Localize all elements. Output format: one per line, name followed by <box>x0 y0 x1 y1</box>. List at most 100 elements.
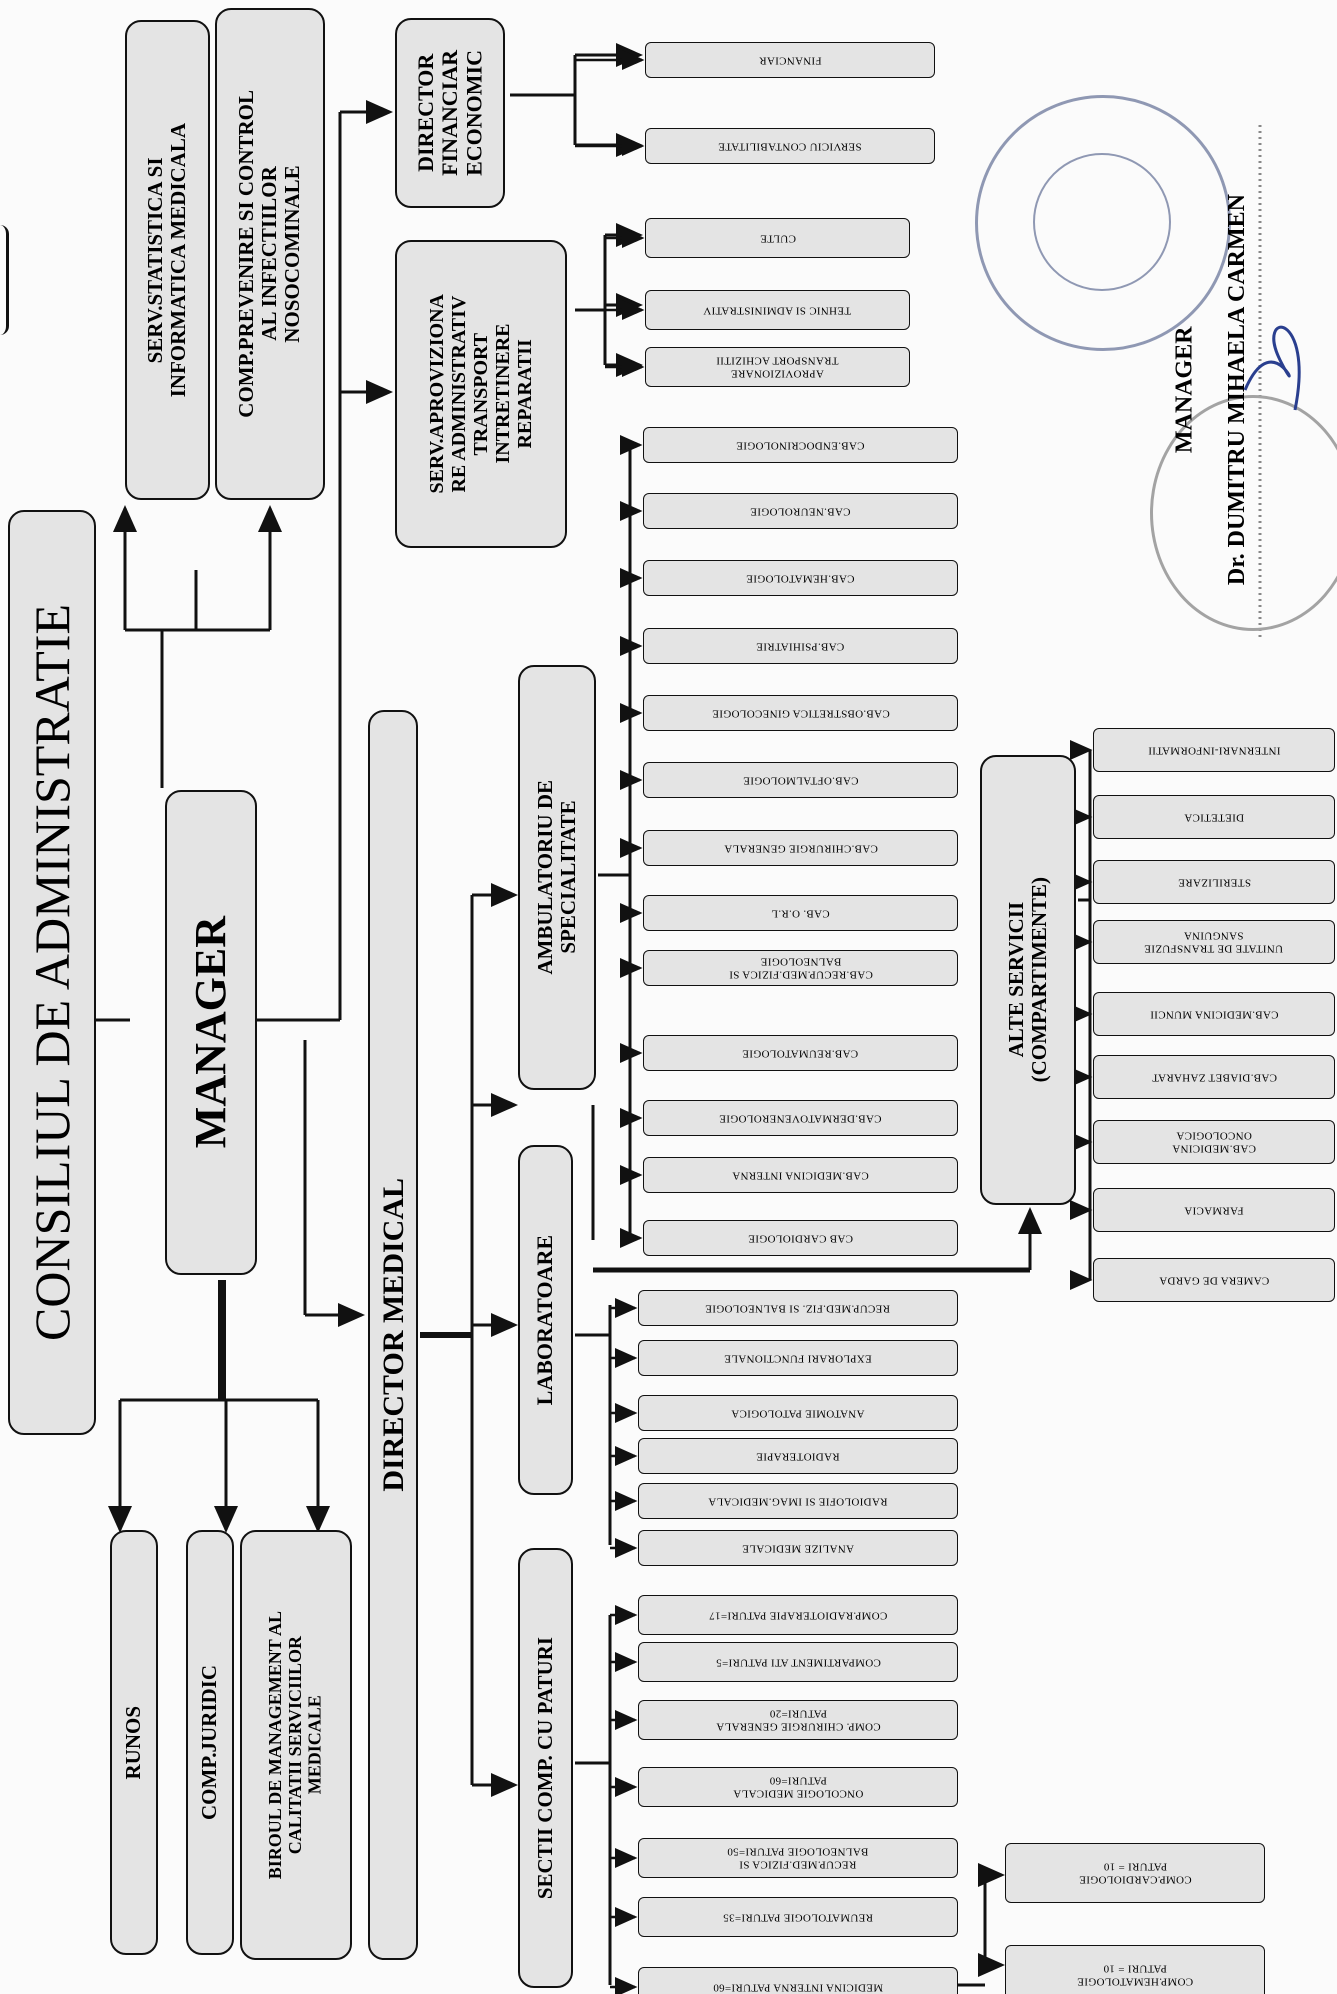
ambulatoriu-items-box: CAB.MEDICINA INTERNA <box>643 1157 958 1193</box>
medicina-sub-label: COMP.HEMATOLOGIE PATURI = 10 <box>1076 1963 1194 1988</box>
lab-items-label: RECUP.MED.FIZ. SI BALNEOLOGIE <box>705 1302 891 1315</box>
ambulatoriu-label: AMBULATORIU DE SPECIALITATE <box>532 780 580 975</box>
lab-items-box: EXPLORARI FUNCTIONALE <box>638 1340 958 1376</box>
comp-juridic-box: COMP.JURIDIC <box>186 1530 234 1955</box>
ambulatoriu-items-label: CAB.ENDOCRINOLOGIE <box>736 439 865 452</box>
ambulatoriu-items-label: CAB.CHIRURGIE GENERALA <box>723 842 878 855</box>
ambulatoriu-items-box: CAB.RECUP.MED.FIZICA SI BALNEOLOGIE <box>643 950 958 986</box>
ambulatoriu-items-box: CAB.NEUROLOGIE <box>643 493 958 529</box>
alte-items-box: FARMACIA <box>1093 1188 1335 1232</box>
financiar-items-box: FINANCIAR <box>645 42 935 78</box>
ambulatoriu-items-box: CAB.CHIRURGIE GENERALA <box>643 830 958 866</box>
ambulatoriu-box: AMBULATORIU DE SPECIALITATE <box>518 665 596 1090</box>
board-label: CONSILIUL DE ADMINISTRATIE <box>23 604 80 1341</box>
sectii-items-label: MEDICINA INTERNA PATURI=60 <box>712 1981 884 1994</box>
coat-of-arms-icon <box>1033 153 1171 291</box>
birou-calitate-label: BIROUL DE MANAGEMENT AL CALITATII SERVIC… <box>265 1610 325 1880</box>
ambulatoriu-items-box: CAB.ENDOCRINOLOGIE <box>643 427 958 463</box>
serv-statistica-label: SERV.STATISTICA SI INFORMATICA MEDICALA <box>143 122 191 398</box>
alte-items-label: FARMACIA <box>1184 1204 1244 1217</box>
ambulatoriu-items-label: CAB.PSIHIATRIE <box>756 640 845 653</box>
ambulatoriu-items-label: CAB. O.R.L <box>771 907 830 920</box>
director-financiar-box: DIRECTOR FINANCIAR ECONOMIC <box>395 18 505 208</box>
ambulatoriu-items-label: CAB.MEDICINA INTERNA <box>732 1169 869 1182</box>
alte-items-box: DIETETICA <box>1093 795 1335 839</box>
laboratoare-box: LABORATOARE <box>518 1145 573 1495</box>
alte-items-box: UNITATE DE TRANSFUZIE SANGUINA <box>1093 920 1335 964</box>
lab-items-box: RADIOLOFIE SI IMAG.MEDICALA <box>638 1483 958 1519</box>
director-medical-label: DIRECTOR MEDICAL <box>376 1178 410 1492</box>
sectii-items-box: ONCOLOGIE MEDICALA PATURI=60 <box>638 1767 958 1807</box>
manager-label: MANAGER <box>185 916 235 1149</box>
financiar-items-box: SERVICIU CONTABILITATE <box>645 128 935 164</box>
comp-prevenire-box: COMP.PREVENIRE SI CONTROL AL INFECTIILOR… <box>215 8 325 500</box>
alte-items-box: INTERNARI-INFORMATII <box>1093 728 1335 772</box>
alte-items-label: CAB.DIABET ZAHARAT <box>1151 1071 1277 1084</box>
sectii-items-box: COMP.RADIOTERAPIE PATURI=17 <box>638 1595 958 1635</box>
alte-items-label: UNITATE DE TRANSFUZIE SANGUINA <box>1144 930 1284 955</box>
alte-items-label: DIETETICA <box>1183 811 1245 824</box>
ambulatoriu-items-box: CAB. O.R.L <box>643 895 958 931</box>
sectii-items-label: RECUP.MED.FIZICA SI BALNEOLOGIE PATURI=5… <box>727 1846 869 1871</box>
ambulatoriu-items-label: CAB CARDIOLOGIE <box>747 1232 854 1245</box>
alte-items-box: CAB.MEDICINA ONCOLOGICA <box>1093 1120 1335 1164</box>
ambulatoriu-items-box: CAB.DERMATOVENEROLOGIE <box>643 1100 958 1136</box>
sectii-items-label: COMPARTIMENT ATI PATURI=5 <box>715 1656 881 1669</box>
ambulatoriu-items-box: CAB.HEMATOLOGIE <box>643 560 958 596</box>
sectii-box: SECTII COMP. CU PATURI <box>518 1548 573 1988</box>
serv-aprovizionare-label: SERV.APROVIZIONA RE ADMINISTRATIV TRANSP… <box>426 294 536 494</box>
alte-items-box: CAMERA DE GARDA <box>1093 1258 1335 1302</box>
comp-juridic-label: COMP.JURIDIC <box>197 1665 222 1820</box>
municipal-seal-stamp <box>1150 395 1337 631</box>
lab-items-box: ANALIZE MEDICALE <box>638 1530 958 1566</box>
alte-items-box: CAB.MEDICINA MUNCII <box>1093 992 1335 1036</box>
director-financiar-label: DIRECTOR FINANCIAR ECONOMIC <box>412 50 487 176</box>
alte-items-box: CAB.DIABET ZAHARAT <box>1093 1055 1335 1099</box>
sectii-items-box: RECUP.MED.FIZICA SI BALNEOLOGIE PATURI=5… <box>638 1838 958 1878</box>
aprov-items-label: APROVIZIONARE TRANSPORT ACHIZITII <box>716 355 839 380</box>
aprov-items-label: CULTE <box>759 232 796 245</box>
signature-title: MANAGER <box>1171 326 1198 454</box>
birou-calitate-box: BIROUL DE MANAGEMENT AL CALITATII SERVIC… <box>240 1530 352 1960</box>
signature-block: MANAGER Dr. DUMITRU MIHAELA CARMEN <box>1171 130 1250 650</box>
lab-items-box: RADIOTERAPIE <box>638 1438 958 1474</box>
laboratoare-label: LABORATOARE <box>532 1234 558 1406</box>
aprov-items-label: TEHNIC SI ADMINISTRATIV <box>703 304 852 317</box>
page-edge-mark <box>0 225 9 335</box>
sectii-items-box: COMPARTIMENT ATI PATURI=5 <box>638 1642 958 1682</box>
comp-prevenire-label: COMP.PREVENIRE SI CONTROL AL INFECTIILOR… <box>234 90 305 418</box>
ambulatoriu-items-label: CAB.NEUROLOGIE <box>750 505 851 518</box>
sectii-label: SECTII COMP. CU PATURI <box>532 1636 557 1900</box>
lab-items-box: ANATOMIE PATOLOGICA <box>638 1395 958 1431</box>
ambulatoriu-items-label: CAB.OFTALMOLOGIE <box>742 774 859 787</box>
sectii-items-label: COMP.RADIOTERAPIE PATURI=17 <box>708 1609 888 1622</box>
manager-box: MANAGER <box>165 790 257 1275</box>
aprov-items-box: CULTE <box>645 218 910 258</box>
sectii-items-box: MEDICINA INTERNA PATURI=60 <box>638 1967 958 1994</box>
runos-label: RUNOS <box>121 1705 146 1780</box>
financiar-items-label: SERVICIU CONTABILITATE <box>718 140 862 153</box>
county-seal-stamp <box>975 95 1231 351</box>
alte-items-label: INTERNARI-INFORMATII <box>1147 744 1281 757</box>
sectii-items-label: ONCOLOGIE MEDICALA PATURI=60 <box>732 1775 864 1800</box>
aprov-items-box: TEHNIC SI ADMINISTRATIV <box>645 290 910 330</box>
lab-items-label: ANATOMIE PATOLOGICA <box>731 1407 865 1420</box>
ambulatoriu-items-box: CAB.PSIHIATRIE <box>643 628 958 664</box>
ambulatoriu-items-label: CAB.DERMATOVENEROLOGIE <box>719 1112 882 1125</box>
serv-statistica-box: SERV.STATISTICA SI INFORMATICA MEDICALA <box>125 20 210 500</box>
sectii-items-box: COMP. CHIRURGIE GENERALA PATURI=20 <box>638 1700 958 1740</box>
director-medical-box: DIRECTOR MEDICAL <box>368 710 418 1960</box>
alte-items-label: STERILIZARE <box>1177 876 1251 889</box>
sectii-items-box: REUMATOLOGIE PATURI=35 <box>638 1897 958 1937</box>
alte-items-label: CAMERA DE GARDA <box>1158 1274 1270 1287</box>
runos-box: RUNOS <box>110 1530 158 1955</box>
alte-servicii-box: ALTE SERVICII (COMPARTIMENTE) <box>980 755 1076 1205</box>
ambulatoriu-items-label: CAB.HEMATOLOGIE <box>746 572 855 585</box>
alte-items-label: CAB.MEDICINA MUNCII <box>1149 1008 1279 1021</box>
alte-items-label: CAB.MEDICINA ONCOLOGICA <box>1172 1130 1256 1155</box>
lab-items-label: ANALIZE MEDICALE <box>741 1542 855 1555</box>
alte-servicii-label: ALTE SERVICII (COMPARTIMENTE) <box>1003 877 1051 1083</box>
ambulatoriu-items-label: CAB.RECUP.MED.FIZICA SI BALNEOLOGIE <box>728 956 873 981</box>
ambulatoriu-items-box: CAB CARDIOLOGIE <box>643 1220 958 1256</box>
